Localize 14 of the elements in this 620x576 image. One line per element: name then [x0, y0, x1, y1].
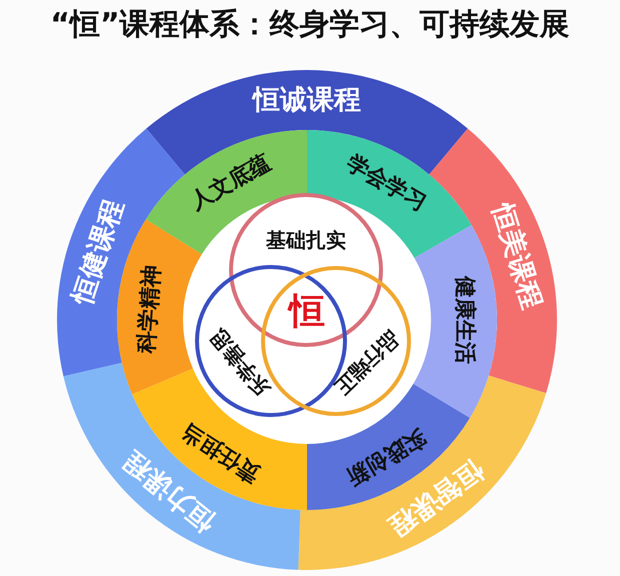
title: “恒”课程体系：终身学习、可持续发展 [49, 10, 571, 40]
segment-label: 乐学善思 [206, 326, 274, 400]
segment-label: 健康生活 [453, 276, 475, 364]
segment-label: 品行端正 [331, 328, 403, 398]
segment-label: 恒健课程 [68, 196, 128, 308]
segment-label: 恒美课程 [488, 200, 546, 312]
segment-label: 科学精神 [136, 264, 164, 354]
segment-label: 实践创新 [342, 424, 430, 488]
segment-label: 责任担当 [178, 418, 264, 485]
segment-label: 恒诚课程 [253, 86, 361, 114]
center-character: 恒 [289, 294, 325, 330]
segment-label: 基础扎实 [266, 230, 346, 250]
segment-label: 学会学习 [342, 152, 430, 216]
segment-label: 人文底蕴 [187, 152, 275, 214]
